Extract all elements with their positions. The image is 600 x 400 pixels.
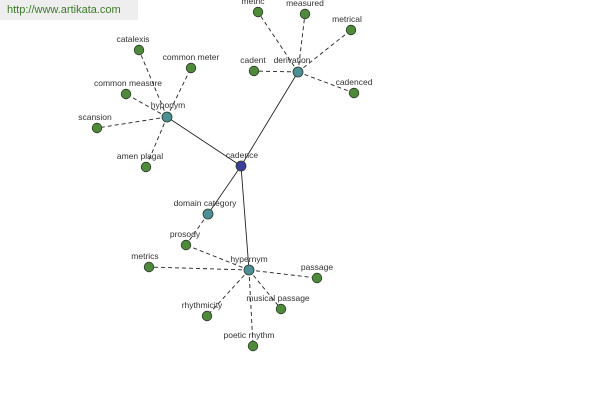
node-common-meter[interactable] — [185, 62, 197, 74]
node-scansion[interactable] — [91, 122, 103, 134]
edge-hypernym-to-metrics — [148, 266, 250, 271]
edge-cadence-to-domain-category — [207, 165, 242, 215]
node-cadent[interactable] — [248, 65, 260, 77]
watermark-box: http://www.artikata.com — [0, 0, 138, 20]
edge-hypernym-to-passage — [248, 269, 318, 279]
node-common-measure[interactable] — [120, 88, 132, 100]
node-label-metrical[interactable]: metrical — [332, 14, 362, 24]
edge-hypernym-to-prosody — [185, 244, 250, 271]
edge-derivation-to-metric — [257, 11, 299, 73]
node-hyponym[interactable] — [161, 111, 173, 123]
edge-hypernym-to-rhythmicity — [206, 269, 250, 317]
labels-layer: cadence hyponym derivation domain category h… — [78, 0, 372, 340]
node-label-scansion[interactable]: scansion — [78, 112, 112, 122]
node-amen-plagal[interactable] — [140, 161, 152, 173]
node-musical-passage[interactable] — [275, 303, 287, 315]
edge-cadence-to-hyponym — [166, 116, 242, 167]
node-label-amen-plagal[interactable]: amen plagal — [117, 151, 163, 161]
node-label-domain-category[interactable]: domain category — [174, 198, 238, 208]
node-label-derivation[interactable]: derivation — [274, 55, 311, 65]
node-metrical[interactable] — [345, 24, 357, 36]
edge-hyponym-to-scansion — [96, 116, 168, 129]
node-measured[interactable] — [299, 8, 311, 20]
node-label-measured[interactable]: measured — [286, 0, 324, 8]
edge-hyponym-to-catalexis — [138, 49, 168, 118]
node-derivation[interactable] — [292, 66, 304, 78]
node-label-musical-passage[interactable]: musical passage — [246, 293, 310, 303]
node-metrics[interactable] — [143, 261, 155, 273]
edge-hyponym-to-amen-plagal — [145, 116, 168, 168]
node-label-hyponym[interactable]: hyponym — [151, 100, 186, 110]
node-label-cadent[interactable]: cadent — [240, 55, 266, 65]
edge-derivation-to-cadenced — [297, 71, 355, 94]
node-label-hypernym[interactable]: hypernym — [230, 254, 267, 264]
edge-hypernym-to-musical-passage — [248, 269, 282, 310]
edge-derivation-to-measured — [297, 13, 306, 73]
nodes-layer — [91, 6, 360, 352]
node-label-poetic-rhythm[interactable]: poetic rhythm — [223, 330, 274, 340]
node-label-rhythmicity[interactable]: rhythmicity — [182, 300, 223, 310]
edge-hyponym-to-common-meter — [166, 67, 192, 118]
edge-derivation-to-metrical — [297, 29, 352, 73]
edge-hyponym-to-common-measure — [125, 93, 168, 118]
node-prosody[interactable] — [180, 239, 192, 251]
node-cadence[interactable] — [235, 160, 247, 172]
node-passage[interactable] — [311, 272, 323, 284]
node-catalexis[interactable] — [133, 44, 145, 56]
node-label-cadence[interactable]: cadence — [226, 150, 258, 160]
edge-hypernym-to-poetic-rhythm — [248, 269, 254, 347]
edge-derivation-to-cadent — [253, 70, 299, 73]
watermark-url[interactable]: http://www.artikata.com — [7, 4, 121, 16]
node-label-common-meter[interactable]: common meter — [163, 52, 220, 62]
node-cadenced[interactable] — [348, 87, 360, 99]
edge-cadence-to-derivation — [240, 71, 299, 167]
node-label-metrics[interactable]: metrics — [131, 251, 158, 261]
edge-domain-category-to-prosody — [185, 213, 209, 246]
node-label-catalexis[interactable]: catalexis — [116, 34, 149, 44]
edge-cadence-to-hypernym — [240, 165, 250, 271]
node-label-prosody[interactable]: prosody — [170, 229, 201, 239]
node-metric[interactable] — [252, 6, 264, 18]
node-label-cadenced[interactable]: cadenced — [336, 77, 373, 87]
node-rhythmicity[interactable] — [201, 310, 213, 322]
node-label-common-measure[interactable]: common measure — [94, 78, 162, 88]
edges-layer — [96, 11, 355, 347]
node-poetic-rhythm[interactable] — [247, 340, 259, 352]
node-label-passage[interactable]: passage — [301, 262, 333, 272]
node-hypernym[interactable] — [243, 264, 255, 276]
node-label-metric[interactable]: metric — [241, 0, 265, 6]
node-domain-category[interactable] — [202, 208, 214, 220]
